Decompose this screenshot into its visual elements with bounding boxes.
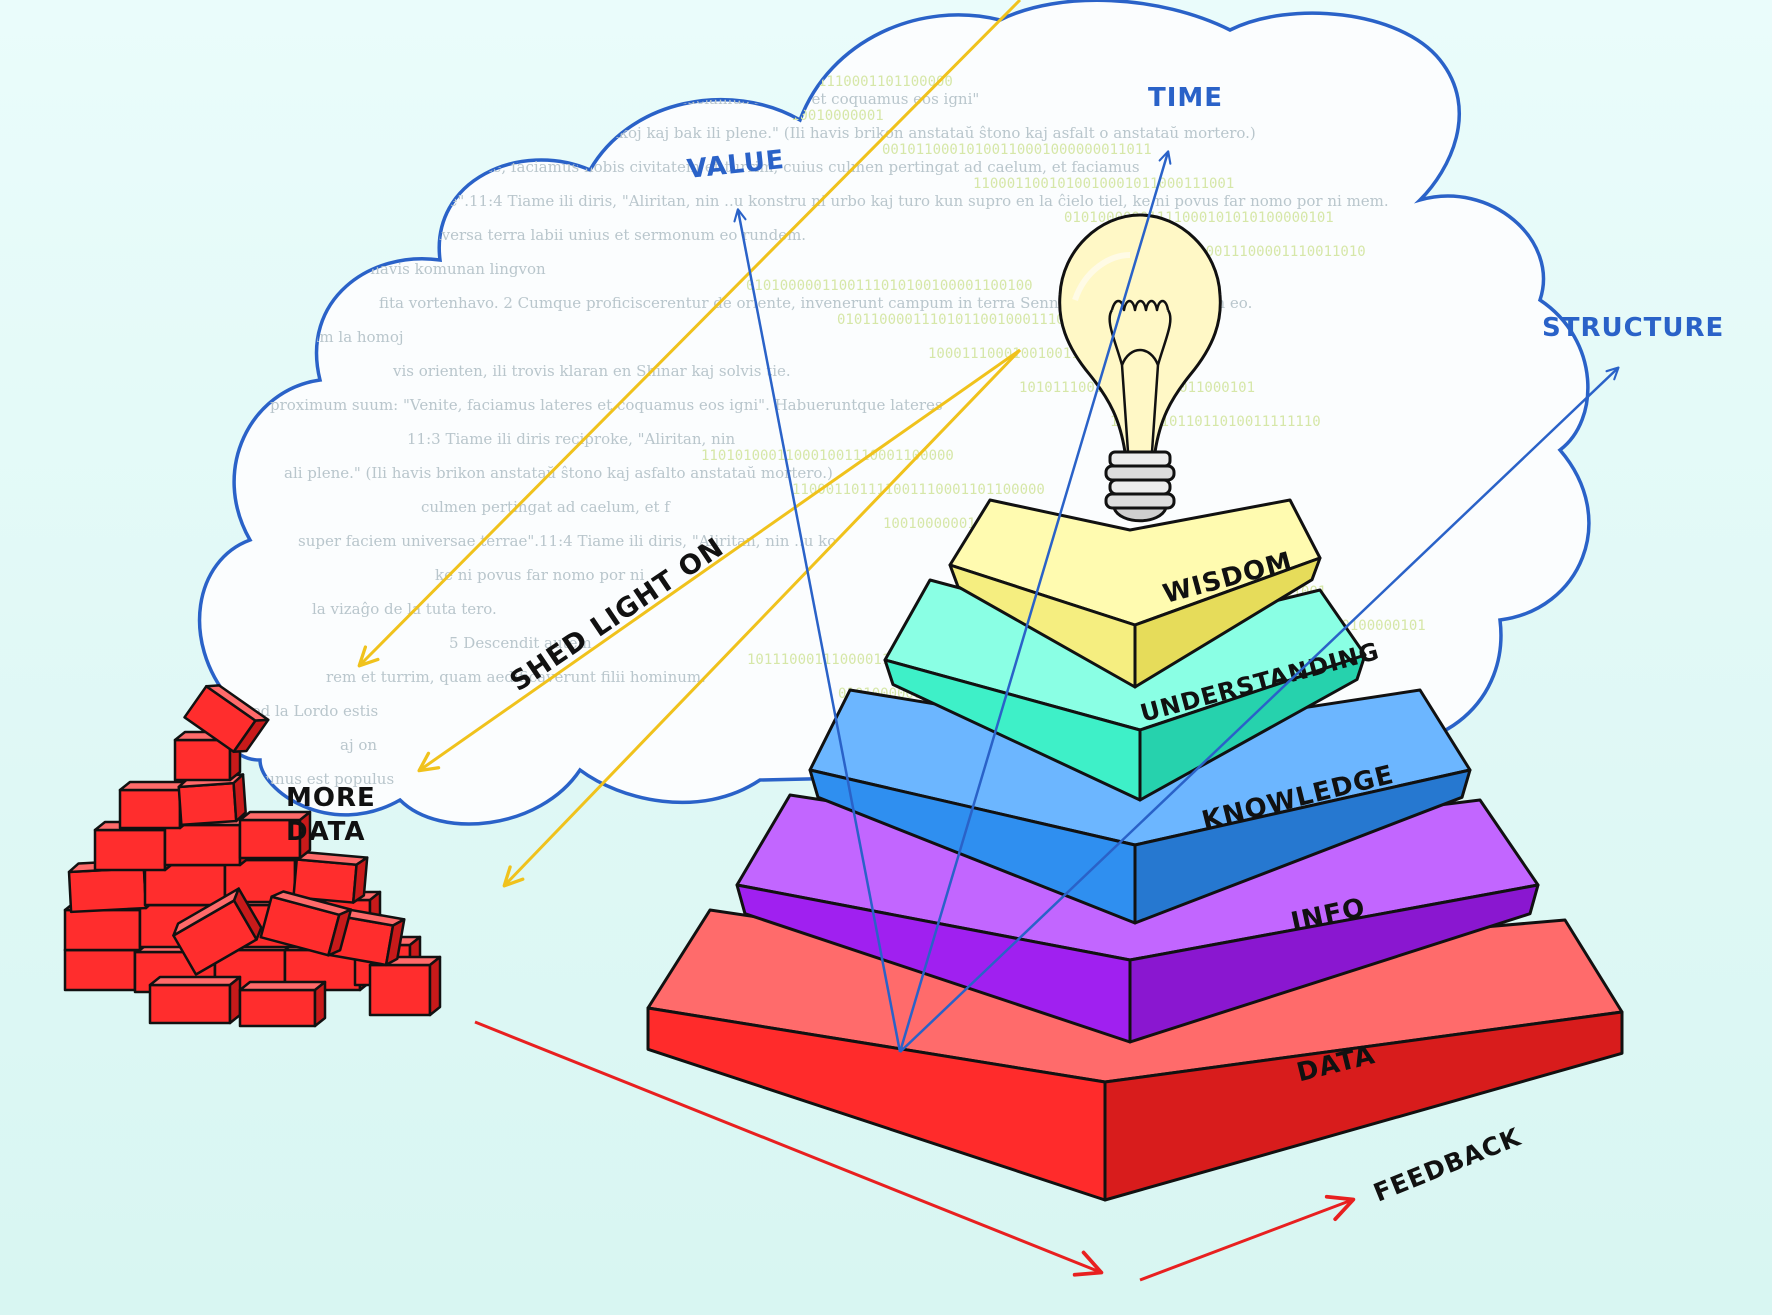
cloud-binary-line: 10010000001: [883, 516, 976, 532]
more-data-label-line2: DATA: [286, 817, 366, 847]
cloud-text-line: ali plene." (Ili havis brikon anstataŭ ŝ…: [284, 464, 833, 482]
pyramid-layer-wisdom: WISDOM: [948, 498, 1322, 689]
shed-light-arrows: [357, 0, 1022, 888]
cloud-text-line: super faciem universae terrae".11:4 Tiam…: [228, 192, 1389, 210]
cloud-text-line: 5 Descendit autem: [449, 634, 592, 652]
cloud-text-line: Et dixerunt: "Venite, faciamus nobis civ…: [351, 158, 1140, 176]
cloud-text-line: 11:3 Tiame ili diris reciproke, "Alirita…: [214, 124, 1256, 142]
cloud-binary-line: 10010000001: [791, 108, 884, 124]
light-ray-2: [417, 348, 1021, 773]
feedback-arrow-1: [474, 1020, 1104, 1277]
feedback-arrow-2: [1139, 1194, 1356, 1282]
brick-icon: [292, 851, 369, 904]
brick-icon: [238, 810, 312, 860]
value-arrow: [733, 208, 902, 1053]
layer-right-face: [1133, 556, 1322, 689]
light-ray-3: [502, 348, 1022, 888]
cloud-text-line: vis orienten, ili trovis klaran en Shina…: [392, 362, 791, 380]
cloud-text-line: 11:1 la tuta tero havis komunan lingvon: [242, 260, 546, 278]
feedback-label: FEEDBACK: [1369, 1122, 1525, 1208]
layer-right-face: [1128, 883, 1540, 1044]
brick-icon: [368, 955, 442, 1017]
cloud-text-line: proximum suum: "Venite, faciamus lateres…: [270, 396, 943, 414]
cloud-text-line: 11:2 Kiam la homoj: [256, 328, 404, 346]
brick-icon: [238, 980, 327, 1028]
brick-icon: [177, 773, 247, 827]
cloud-binary-line: 0101000001100111010100100001100100: [746, 278, 1033, 294]
layer-right-face: [1133, 768, 1472, 925]
cloud-text-line: terra Sennaar et habitaverunt in eo.: [200, 56, 475, 74]
cloud-text-line: super faciem universae terrae".11:4 Tiam…: [298, 532, 836, 550]
cloud-text-line: rem et turrim, quam aedificaverunt filii…: [326, 668, 706, 686]
cloud-text-line: 11:3 Tiame ili diris reciproke, "Alirita…: [407, 430, 736, 448]
brick-icon: [259, 890, 353, 957]
cloud-binary-line: 110001101111001110001101100000: [792, 482, 1045, 498]
more-data-label-line1: MORE: [286, 783, 376, 813]
cloud-text-line: 3 Dixitque alter ad proximum suum: "Veni…: [337, 90, 979, 108]
layer-right-face: [1103, 1010, 1624, 1202]
brick-icon: [183, 684, 270, 754]
light-bulb-icon: [1058, 213, 1222, 523]
cloud-text-line: culmen pertingat ad caelum, et f: [421, 498, 671, 516]
bulb-glass: [1058, 213, 1222, 454]
structure-arrow: [899, 366, 1620, 1053]
structure-label: STRUCTURE: [1542, 313, 1724, 343]
brick-icon: [172, 887, 263, 976]
cloud-binary-line: 00101100010100110001000000011011: [882, 142, 1152, 158]
cloud-text-line: antem universa terra labii unius et serm…: [365, 226, 806, 244]
feedback-arrows: [474, 1020, 1356, 1282]
cloud-binary-line: 01011000011101011001000111001100: [837, 312, 1107, 328]
cloud-text-line: ke ni povus far nomo por ni: [435, 566, 645, 584]
cloud-binary-line: 110101000110001001110001100000: [701, 448, 954, 464]
time-arrow: [898, 150, 1172, 1053]
cloud-binary-line: 1100011001010010001011000111001: [973, 176, 1234, 192]
time-label: TIME: [1148, 83, 1223, 113]
cloud-text-line: la vizaĝo de la tuta tero.: [312, 600, 497, 618]
brick-icon: [148, 975, 242, 1025]
cloud-binary-line: 110001101111001110001101100000: [700, 74, 953, 90]
cloud-text-line: aj on: [340, 736, 377, 754]
light-ray-1: [357, 0, 1022, 668]
brick-pile: [63, 684, 442, 1028]
cloud-text-line: fita vortenhavo. 2 Cumque proficiscerent…: [379, 294, 1252, 312]
